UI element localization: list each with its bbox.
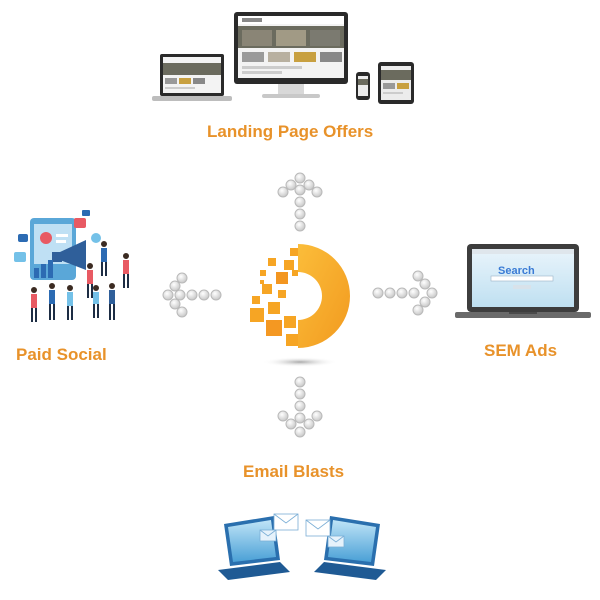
arrow-left-icon (162, 272, 228, 318)
responsive-devices-icon (150, 8, 450, 108)
label-sem-ads: SEM Ads (484, 341, 558, 360)
label-email-blasts: Email Blasts (243, 462, 345, 481)
laptops-email-exchange-icon (218, 510, 386, 582)
label-paid-social: Paid Social (16, 345, 107, 364)
arrow-right-icon (372, 270, 438, 316)
arrow-up-icon (276, 172, 324, 234)
label-landing-page-offers: Landing Page Offers (207, 122, 374, 141)
arrow-down-icon (276, 376, 324, 438)
social-media-people-icon (12, 208, 142, 326)
search-text: Search (498, 265, 535, 277)
laptop-search-icon (455, 242, 591, 322)
orange-pixel-logo-icon (240, 240, 360, 370)
